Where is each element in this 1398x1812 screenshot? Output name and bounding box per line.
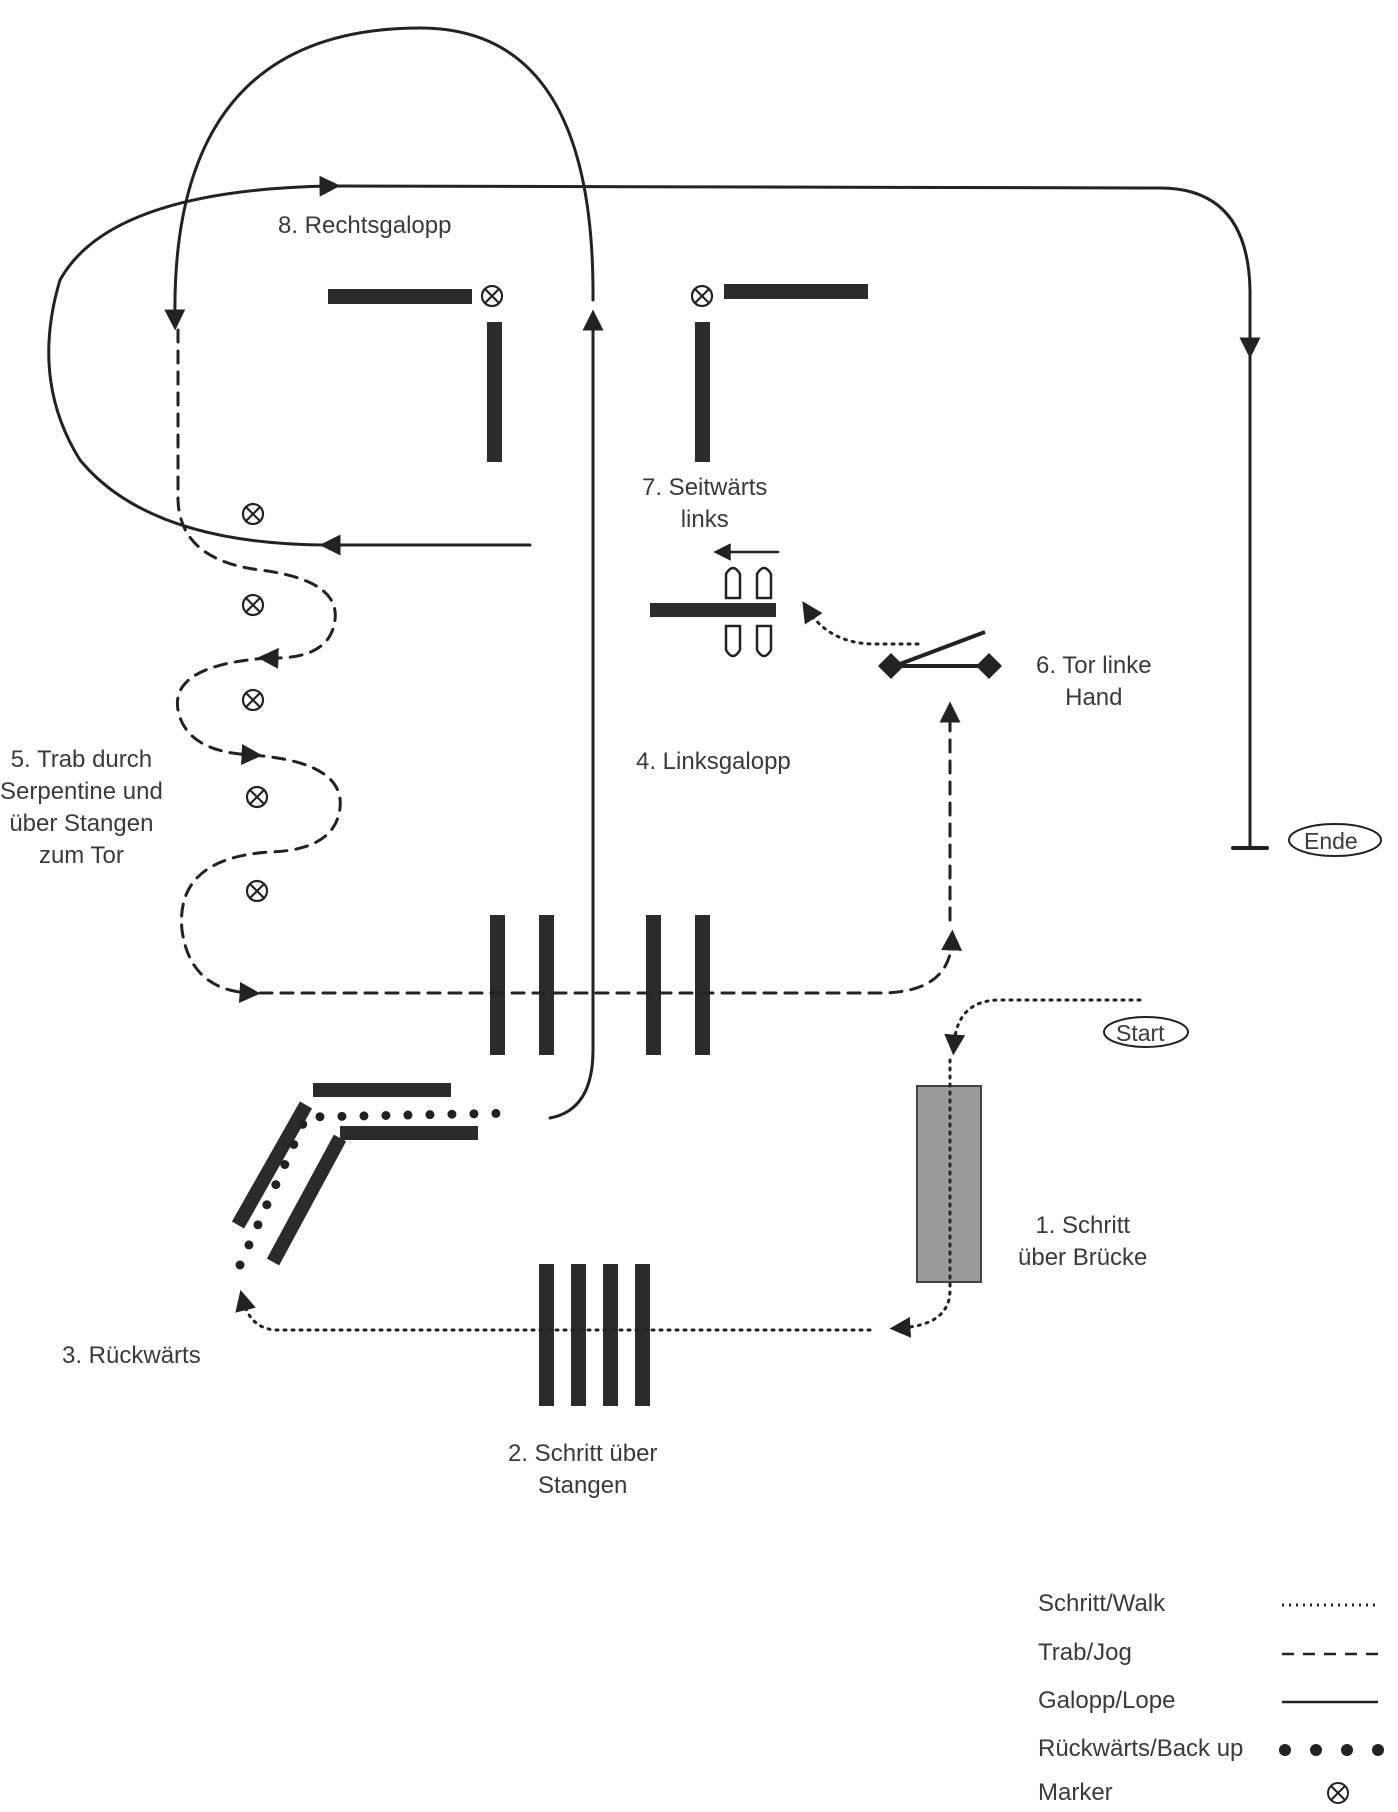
backup-pole-top-2 <box>340 1126 478 1140</box>
gate <box>878 630 1002 679</box>
end-oval <box>1288 823 1382 857</box>
gate-post-left <box>878 653 904 679</box>
legend-samples <box>1279 1603 1384 1804</box>
walk-pole-1 <box>539 1264 554 1406</box>
backup-pole-top-1 <box>313 1083 451 1097</box>
lope-right-lead <box>328 184 1261 359</box>
backup-pole-diag-1 <box>231 1101 313 1229</box>
marker-icon <box>241 688 265 712</box>
jog-over-poles <box>258 929 963 995</box>
legend-marker-icon <box>1327 1782 1349 1804</box>
l-pole-top-right <box>724 284 868 299</box>
marker-icon <box>245 879 269 903</box>
walk-pole-3 <box>603 1264 618 1406</box>
trot-pole-3 <box>646 915 661 1055</box>
backup-pole-diag-2 <box>266 1134 347 1266</box>
trot-pole-4 <box>695 915 710 1055</box>
marker-icon <box>245 785 269 809</box>
sidepass-pole <box>650 603 776 617</box>
label-step-2: 2. Schritt über Stangen <box>508 1440 658 1499</box>
label-step-4: 4. Linksgalopp <box>636 748 791 775</box>
start-oval <box>1103 1016 1189 1048</box>
legend-marker-label: Marker <box>1038 1779 1113 1806</box>
lope-left-path <box>548 309 604 1120</box>
label-step-6: 6. Tor linke Hand <box>1036 652 1152 711</box>
walk-gate-to-sidepass <box>802 601 920 646</box>
legend-backup-label: Rückwärts/Back up <box>1038 1735 1244 1762</box>
gate-post-right <box>976 653 1002 679</box>
label-step-5: 5. Trab durch Serpentine und über Stange… <box>0 746 163 869</box>
marker-icon <box>241 593 265 617</box>
label-step-1: 1. Schritt über Brücke <box>1018 1212 1148 1271</box>
l-pole-vertical-left <box>487 322 502 462</box>
label-step-3: 3. Rückwärts <box>62 1342 201 1369</box>
walk-pole-4 <box>635 1264 650 1406</box>
obstacles <box>231 284 868 1406</box>
walk-path-start <box>944 998 1142 1056</box>
marker-icon <box>241 502 265 526</box>
legend-lope-label: Galopp/Lope <box>1038 1687 1176 1714</box>
jog-serpentine <box>176 328 337 669</box>
lope-big-loop <box>164 26 595 331</box>
trot-pole-1 <box>490 915 505 1055</box>
marker-icon <box>690 284 714 308</box>
marker-icon <box>480 284 504 308</box>
l-pole-vertical-right <box>695 322 710 462</box>
jog-serpentine-2 <box>175 656 270 766</box>
trot-pole-2 <box>539 915 554 1055</box>
label-step-7: 7. Seitwärts links <box>642 474 768 533</box>
start-label: Start <box>1116 1020 1165 1046</box>
hoof-prints <box>724 566 773 658</box>
jog-serpentine-3 <box>180 753 342 1003</box>
legend-walk-label: Schritt/Walk <box>1038 1590 1166 1617</box>
legend-jog-label: Trab/Jog <box>1038 1639 1132 1666</box>
markers <box>241 284 714 903</box>
walk-pole-2 <box>571 1264 586 1406</box>
label-step-8: 8. Rechtsgalopp <box>278 212 452 239</box>
legend-backup-sample <box>1279 1744 1384 1756</box>
walk-path-bridge <box>889 1058 952 1338</box>
end-label: Ende <box>1304 828 1358 854</box>
l-pole-top-left <box>328 289 472 304</box>
walk-path-poles <box>235 1289 872 1332</box>
